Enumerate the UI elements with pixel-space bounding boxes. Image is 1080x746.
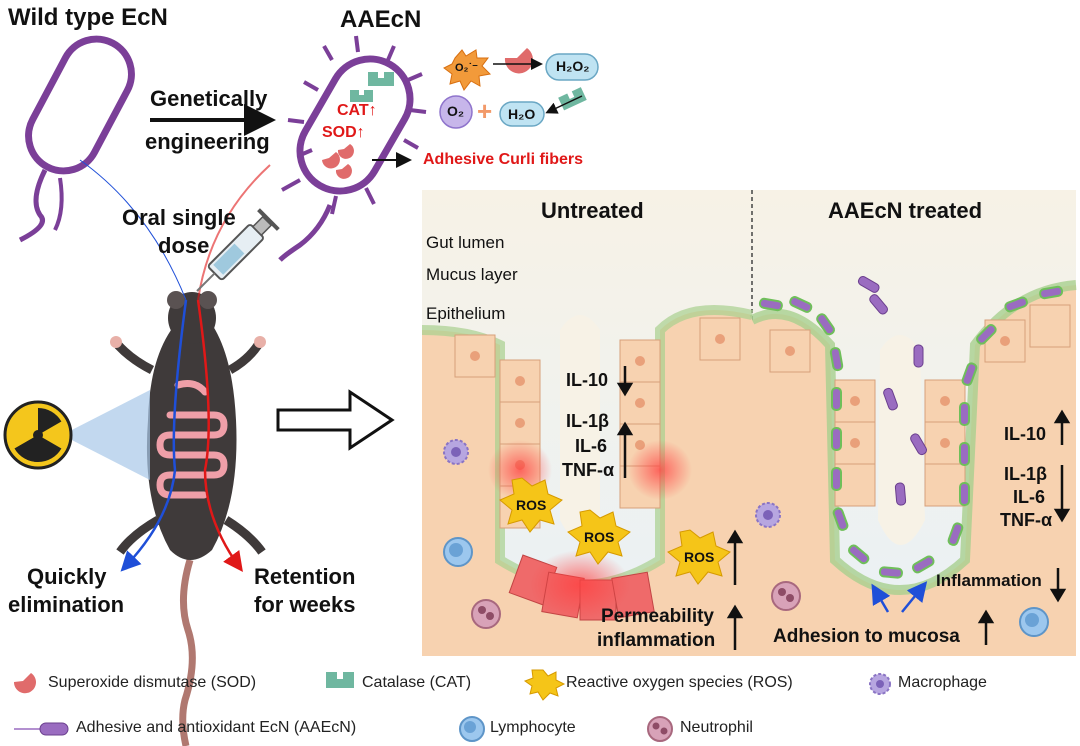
aaecn-label: AAEcN: [340, 6, 422, 33]
ros-burst-3: [667, 529, 731, 585]
legend-ros-label: Reactive oxygen species (ROS): [566, 674, 793, 691]
legend-ros-icon: [523, 669, 566, 701]
quickly-label: Quickly: [27, 564, 107, 589]
treated-inflammation-label: Inflammation: [936, 571, 1042, 590]
legend-sod-label: Superoxide dismutase (SOD): [48, 674, 257, 691]
ros-label-1: ROS: [516, 497, 547, 513]
dose-label: dose: [158, 233, 210, 258]
radiation-beam: [62, 390, 150, 480]
legend-neutrophil-icon: [647, 716, 673, 742]
engineering-label: engineering: [145, 129, 270, 154]
ros-label-2: ROS: [584, 529, 615, 545]
oral-single-label: Oral single: [122, 205, 236, 230]
legend-cat-label: Catalase (CAT): [362, 674, 472, 691]
treated-title: AAEcN treated: [828, 198, 983, 223]
treated-il1b: IL-1β: [1004, 464, 1047, 484]
sod-enzyme-icon: [504, 48, 533, 74]
wild-type-label: Wild type EcN: [8, 4, 168, 31]
h2o-text: H₂O: [508, 106, 536, 122]
untreated-crypt: [421, 305, 754, 656]
treated-crypt: [749, 275, 1077, 656]
elimination-label: elimination: [8, 592, 125, 617]
untreated-tnfa: TNF-α: [562, 460, 615, 480]
o2-text: O₂: [447, 103, 465, 119]
legend-macrophage-label: Macrophage: [898, 674, 987, 691]
mouse-illustration: [79, 159, 271, 746]
lymphocyte-cell: [443, 537, 473, 567]
legend-aaecn-icon: [14, 722, 69, 736]
adhesive-curli-label: Adhesive Curli fibers: [423, 151, 584, 168]
cat-label: CAT↑: [337, 102, 377, 119]
retention-label: Retention: [254, 564, 356, 589]
untreated-il1b: IL-1β: [566, 411, 609, 431]
mucus-layer-label: Mucus layer: [426, 265, 518, 284]
radiation-icon: [3, 400, 73, 470]
macrophage-cell: [443, 439, 469, 465]
sod-label: SOD↑: [322, 124, 365, 141]
legend-lymphocyte-label: Lymphocyte: [490, 719, 576, 736]
aaecn-bacterium: [278, 35, 427, 262]
permeability-label: Permeability: [601, 606, 714, 627]
plus-sign: +: [477, 96, 493, 126]
untreated-il6: IL-6: [575, 436, 608, 456]
wild-type-bacterium: [18, 35, 135, 243]
treated-cytokine-arrows: [977, 409, 1071, 645]
for-weeks-label: for weeks: [254, 592, 356, 617]
process-arrow: [276, 389, 395, 451]
legend-aaecn-label: Adhesive and antioxidant EcN (AAEcN): [76, 719, 357, 736]
cat-enzyme-icon: [558, 87, 587, 111]
syringe-icon: [196, 208, 280, 292]
legend-neutrophil-label: Neutrophil: [680, 719, 753, 736]
ros-burst-1: [499, 477, 563, 533]
treated-tnfa: TNF-α: [1000, 510, 1053, 530]
adhesion-label: Adhesion to mucosa: [773, 626, 960, 647]
ros-burst-2: [567, 509, 631, 565]
reaction-scheme: [439, 48, 599, 129]
gut-lumen-label: Gut lumen: [426, 233, 505, 252]
neutrophil-cell: [471, 599, 501, 629]
legend-lymphocyte-icon: [459, 716, 485, 742]
untreated-cytokine-arrows: [616, 366, 744, 650]
macrophage-cell-treated: [755, 502, 781, 528]
ros-label-3: ROS: [684, 549, 715, 565]
superoxide-text: O₂˙⁻: [455, 62, 478, 74]
neutrophil-cell-treated: [771, 581, 801, 611]
legend-sod-icon: [13, 673, 36, 694]
h2o2-text: H₂O₂: [556, 58, 590, 74]
treated-il6: IL-6: [1013, 487, 1046, 507]
legend-cat-icon: [326, 672, 354, 688]
genetically-label: Genetically: [150, 86, 268, 111]
untreated-title: Untreated: [541, 198, 644, 223]
legend-macrophage-icon: [869, 673, 891, 695]
lymphocyte-cell-treated: [1019, 607, 1049, 637]
treated-il10: IL-10: [1004, 424, 1047, 444]
untreated-inflammation-label: inflammation: [597, 630, 716, 651]
untreated-il10: IL-10: [566, 370, 609, 390]
epithelium-label: Epithelium: [426, 304, 506, 323]
